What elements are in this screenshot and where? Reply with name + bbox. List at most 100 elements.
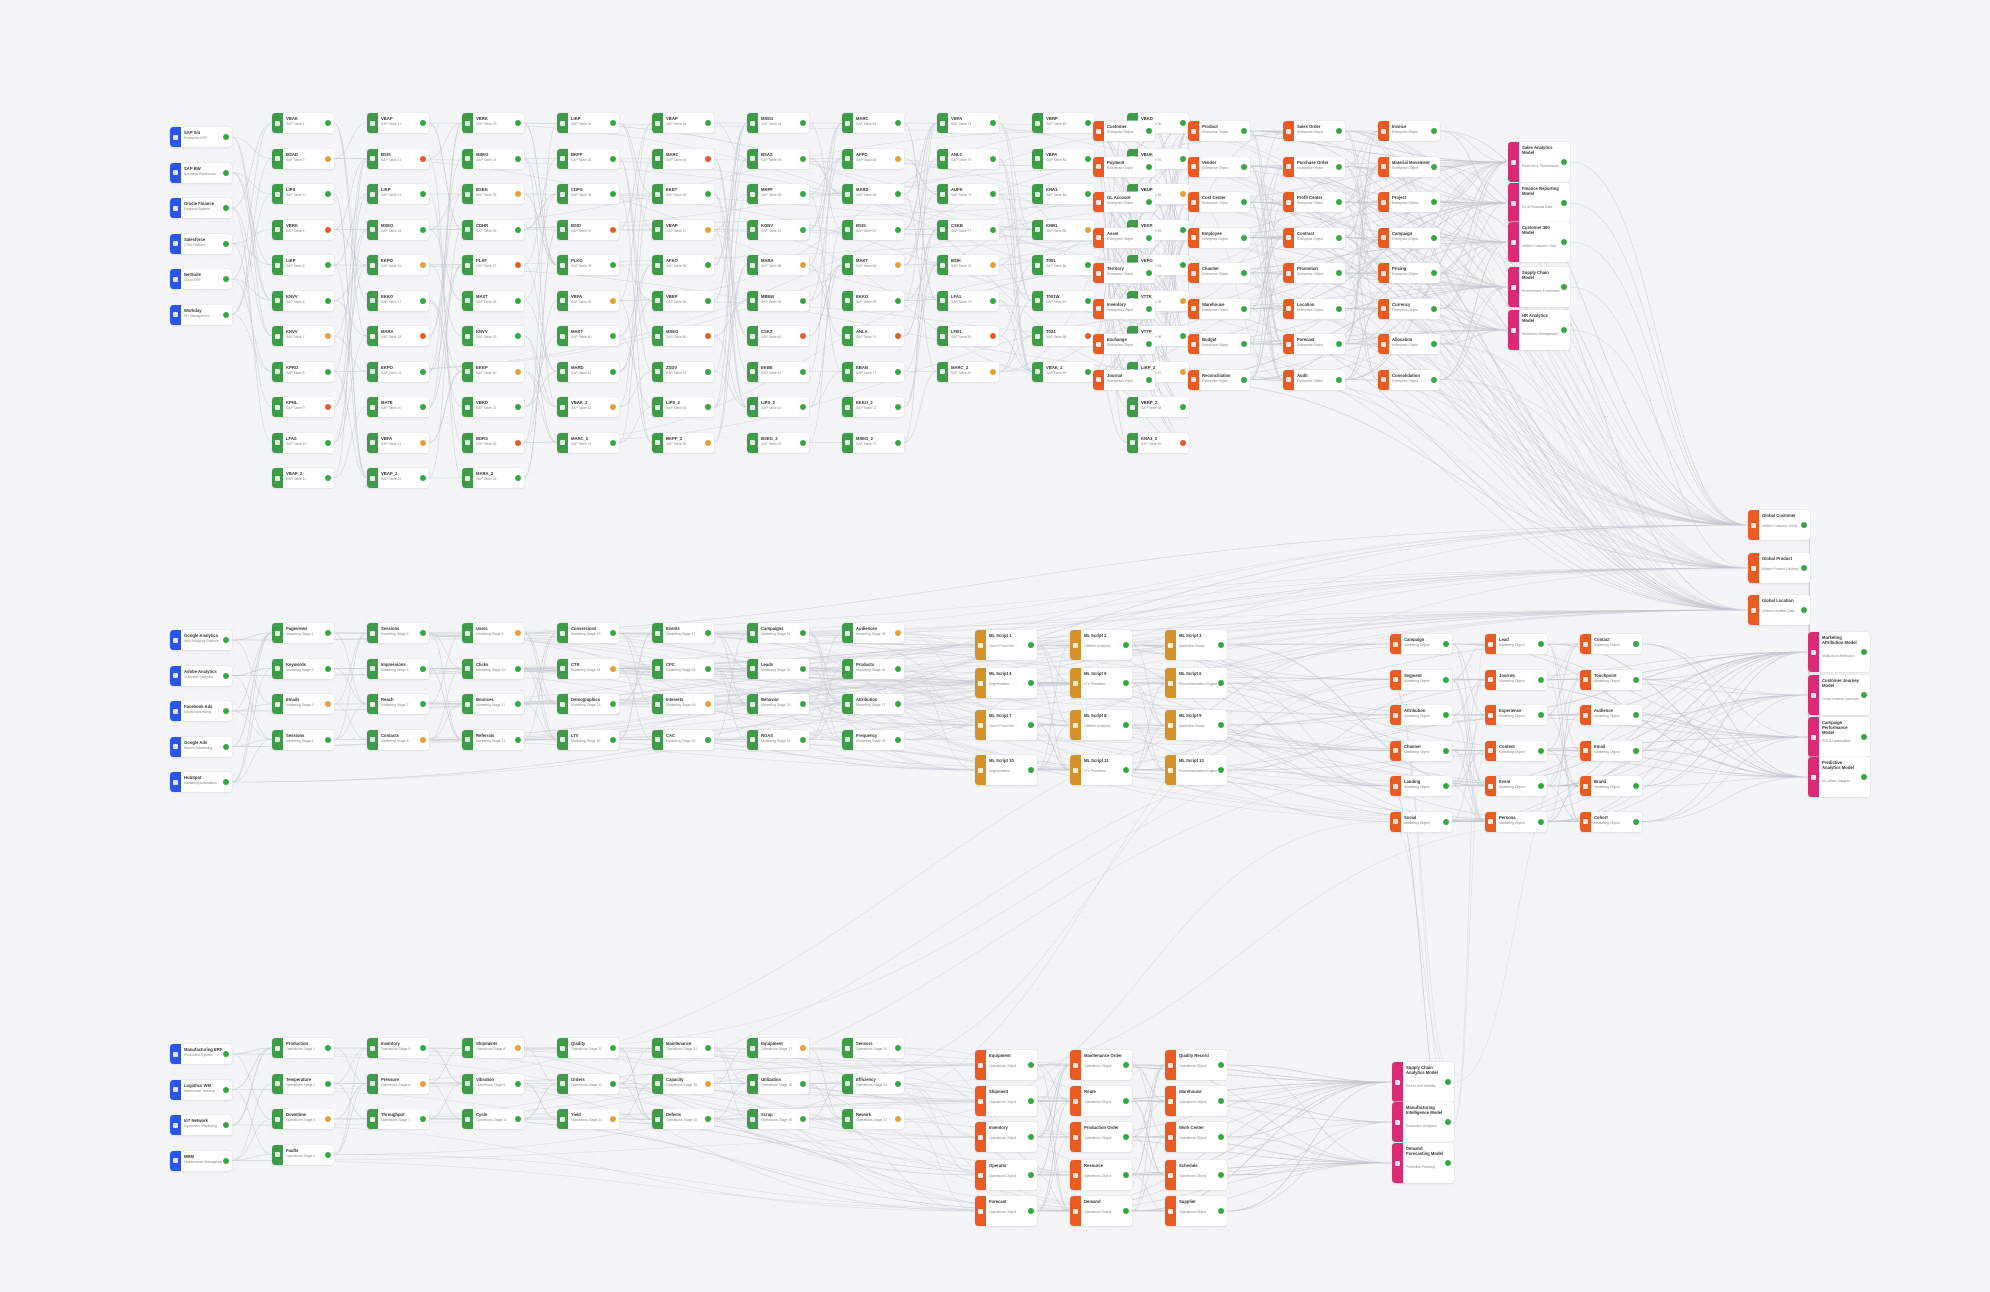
ops-staging-node[interactable]: DefectsOperations Stage 16 xyxy=(652,1109,714,1129)
erp-staging-node[interactable]: BDRSSAP Table 32 xyxy=(462,432,524,453)
ops-models-node[interactable]: ScheduleOperations Object xyxy=(1165,1160,1227,1190)
ml-scripts-node[interactable]: ML Script 10Segmentation xyxy=(975,755,1037,785)
ops-marts-node[interactable]: Demand Forecasting ModelPredictive Plann… xyxy=(1392,1143,1454,1183)
ops-staging-node[interactable]: TemperatureOperations Stage 2 xyxy=(272,1073,334,1094)
mkt-marts-node[interactable]: Marketing Attribution ModelMulti-touch A… xyxy=(1808,632,1870,672)
erp-staging-node[interactable]: LIKPSAP Table 34 xyxy=(557,113,619,133)
ml-scripts-node[interactable]: ML Script 8Lifetime Analytics xyxy=(1070,710,1132,740)
ops-staging-node[interactable]: ScrapOperations Stage 19 xyxy=(747,1109,809,1129)
erp-staging-node[interactable]: VBKDSAP Table 31 xyxy=(462,397,524,417)
erp-sources-node[interactable]: WorkdayHR Management xyxy=(170,304,232,325)
erp-models-top-node[interactable]: CurrencyEnterprise Object xyxy=(1378,298,1440,319)
mkt-models-node[interactable]: ChannelMarketing Object xyxy=(1390,740,1452,761)
erp-models-top-node[interactable]: Profit CenterEnterprise Object xyxy=(1283,192,1345,212)
erp-sources-node[interactable]: Oracle FinanceFinancial System xyxy=(170,198,232,218)
erp-staging-node[interactable]: BSASSAP Table 55 xyxy=(747,148,809,169)
mkt-sources-node[interactable]: Facebook AdsSocial Advertising xyxy=(170,701,232,721)
erp-staging-node[interactable]: CSKBSAP Table 77 xyxy=(937,219,999,240)
erp-staging-node[interactable]: ZSDVSAP Table 51 xyxy=(652,361,714,382)
mkt-staging-node[interactable]: CTRMarketing Stage 14 xyxy=(557,658,619,679)
mkt-staging-node[interactable]: ProductsMarketing Stage 26 xyxy=(842,658,904,679)
erp-staging-node[interactable]: BKPFSAP Table 35 xyxy=(557,148,619,169)
erp-marts-node[interactable]: Supply Chain ModelProcurement & Inventor… xyxy=(1508,267,1570,307)
erp-staging-node[interactable]: MARC_2SAP Table 43 xyxy=(557,432,619,453)
erp-staging-node[interactable]: MSEGSAP Table 24 xyxy=(462,148,524,169)
mkt-staging-node[interactable]: AttributionMarketing Stage 27 xyxy=(842,694,904,714)
mkt-sources-node[interactable]: Google AnalyticsWeb Analytics Platform xyxy=(170,630,232,650)
erp-models-top-node[interactable]: WarehouseEnterprise Object xyxy=(1188,298,1250,319)
erp-staging-node[interactable]: KNB1SAP Table 85 xyxy=(1032,219,1094,240)
mkt-models-node[interactable]: EmailMarketing Object xyxy=(1580,740,1642,761)
mkt-staging-node[interactable]: BouncesMarketing Stage 11 xyxy=(462,694,524,714)
erp-staging-node[interactable]: MARASAP Table 58 xyxy=(747,255,809,275)
erp-staging-node[interactable]: KNVVSAP Table 29 xyxy=(462,326,524,346)
ops-staging-node[interactable]: UtilizationOperations Stage 18 xyxy=(747,1073,809,1094)
mkt-marts-node[interactable]: Customer Journey ModelCross-channel Jour… xyxy=(1808,675,1870,715)
erp-staging-node[interactable]: MARA_2SAP Table 33 xyxy=(462,468,524,488)
erp-models-top-node[interactable]: Material MovementEnterprise Object xyxy=(1378,156,1440,177)
ops-staging-node[interactable]: PressureOperations Stage 6 xyxy=(367,1073,429,1094)
erp-models-top-node[interactable]: CampaignEnterprise Object xyxy=(1378,227,1440,248)
erp-staging-node[interactable]: MSEG_2SAP Table 73 xyxy=(842,432,904,453)
mkt-marts-node[interactable]: Predictive Analytics ModelML-driven Insi… xyxy=(1808,757,1870,797)
erp-models-top-node[interactable]: ConsolidationEnterprise Object xyxy=(1378,369,1440,390)
ops-models-node[interactable]: EquipmentOperations Object xyxy=(975,1050,1037,1080)
erp-staging-node[interactable]: VBPASAP Table 83 xyxy=(1032,148,1094,169)
ops-staging-node[interactable]: DowntimeOperations Stage 3 xyxy=(272,1109,334,1129)
erp-staging-node[interactable]: EKPOSAP Table 16 xyxy=(367,255,429,275)
ops-staging-node[interactable]: EquipmentOperations Stage 17 xyxy=(747,1038,809,1058)
ml-scripts-node[interactable]: ML Script 9Attribution Model xyxy=(1165,710,1227,740)
erp-staging-node[interactable]: KNVVSAP Table 6 xyxy=(272,290,334,311)
erp-staging-node[interactable]: EKKOSAP Table 17 xyxy=(367,290,429,311)
ops-sources-node[interactable]: MRMMaintenance Management xyxy=(170,1150,232,1171)
erp-staging-node[interactable]: MAKTSAP Table 40 xyxy=(557,326,619,346)
ops-models-node[interactable]: Production OrderOperations Object xyxy=(1070,1122,1132,1152)
mkt-staging-node[interactable]: ReferralsMarketing Stage 12 xyxy=(462,729,524,750)
mkt-staging-node[interactable]: ImpressionsMarketing Stage 6 xyxy=(367,658,429,679)
mkt-staging-node[interactable]: DemographicsMarketing Stage 15 xyxy=(557,694,619,714)
erp-models-top-node[interactable]: AllocationEnterprise Object xyxy=(1378,334,1440,354)
erp-models-top-node[interactable]: BudgetEnterprise Object xyxy=(1188,334,1250,354)
mkt-staging-node[interactable]: SessionsMarketing Stage 4 xyxy=(272,729,334,750)
mkt-staging-node[interactable]: AudiencesMarketing Stage 25 xyxy=(842,623,904,643)
erp-staging-node[interactable]: MARCSAP Table 45 xyxy=(652,148,714,169)
ops-staging-node[interactable]: VibrationOperations Stage 9 xyxy=(462,1073,524,1094)
erp-marts-node[interactable]: Customer 360 ModelUnified Customer View xyxy=(1508,222,1570,262)
ml-scripts-node[interactable]: ML Script 1Churn Prediction xyxy=(975,630,1037,660)
erp-models-top-node[interactable]: TerritoryEnterprise Object xyxy=(1093,263,1155,283)
ops-models-node[interactable]: ShipmentOperations Object xyxy=(975,1086,1037,1116)
ops-marts-node[interactable]: Supply Chain Analytics ModelEnd-to-end V… xyxy=(1392,1062,1454,1102)
global-models-node[interactable]: Global LocationUnified Location Data xyxy=(1748,595,1810,625)
ml-scripts-node[interactable]: ML Script 4Segmentation xyxy=(975,668,1037,698)
erp-staging-node[interactable]: EKBESAP Table 61 xyxy=(747,361,809,382)
erp-staging-node[interactable]: T024SAP Table 88 xyxy=(1032,326,1094,346)
ml-scripts-node[interactable]: ML Script 3Attribution Model xyxy=(1165,630,1227,660)
erp-staging-node[interactable]: EKPOSAP Table 19 xyxy=(367,361,429,382)
erp-models-top-node[interactable]: JournalEnterprise Object xyxy=(1093,369,1155,390)
ops-models-node[interactable]: ForecastOperations Object xyxy=(975,1196,1037,1226)
mkt-staging-node[interactable]: ClicksMarketing Stage 10 xyxy=(462,658,524,679)
erp-staging-node[interactable]: ANLASAP Table 70 xyxy=(842,326,904,346)
erp-staging-node[interactable]: PLKOSAP Table 38 xyxy=(557,255,619,275)
mkt-staging-node[interactable]: ROASMarketing Stage 24 xyxy=(747,729,809,750)
ops-staging-node[interactable]: QualityOperations Stage 11 xyxy=(557,1038,619,1058)
ops-models-node[interactable]: WarehouseOperations Object xyxy=(1165,1086,1227,1116)
ops-models-node[interactable]: RouteOperations Object xyxy=(1070,1086,1132,1116)
mkt-models-node[interactable]: LandingMarketing Object xyxy=(1390,776,1452,796)
mkt-staging-node[interactable]: ContactsMarketing Stage 8 xyxy=(367,729,429,750)
ops-staging-node[interactable]: CycleOperations Stage 10 xyxy=(462,1109,524,1129)
erp-staging-node[interactable]: BSISSAP Table 67 xyxy=(842,219,904,240)
erp-staging-node[interactable]: CDPSSAP Table 36 xyxy=(557,184,619,204)
ops-models-node[interactable]: InventoryOperations Object xyxy=(975,1122,1037,1152)
erp-staging-node[interactable]: BSADSAP Table 2 xyxy=(272,148,334,169)
erp-staging-node[interactable]: PLAFSAP Table 27 xyxy=(462,255,524,275)
erp-staging-node[interactable]: MSEGSAP Table 54 xyxy=(747,113,809,133)
mkt-models-node[interactable]: TouchpointMarketing Object xyxy=(1580,669,1642,690)
mkt-models-node[interactable]: PersonaMarketing Object xyxy=(1485,811,1547,832)
mkt-staging-node[interactable]: InterestsMarketing Stage 19 xyxy=(652,694,714,714)
erp-staging-node[interactable]: MKPFSAP Table 56 xyxy=(747,184,809,204)
ops-sources-node[interactable]: Manufacturing ERPProduction System xyxy=(170,1044,232,1064)
erp-models-top-node[interactable]: AssetEnterprise Object xyxy=(1093,227,1155,248)
erp-staging-node[interactable]: MASTSAP Table 28 xyxy=(462,290,524,311)
erp-staging-node[interactable]: KNA1_2SAP Table 99 xyxy=(1127,432,1189,453)
